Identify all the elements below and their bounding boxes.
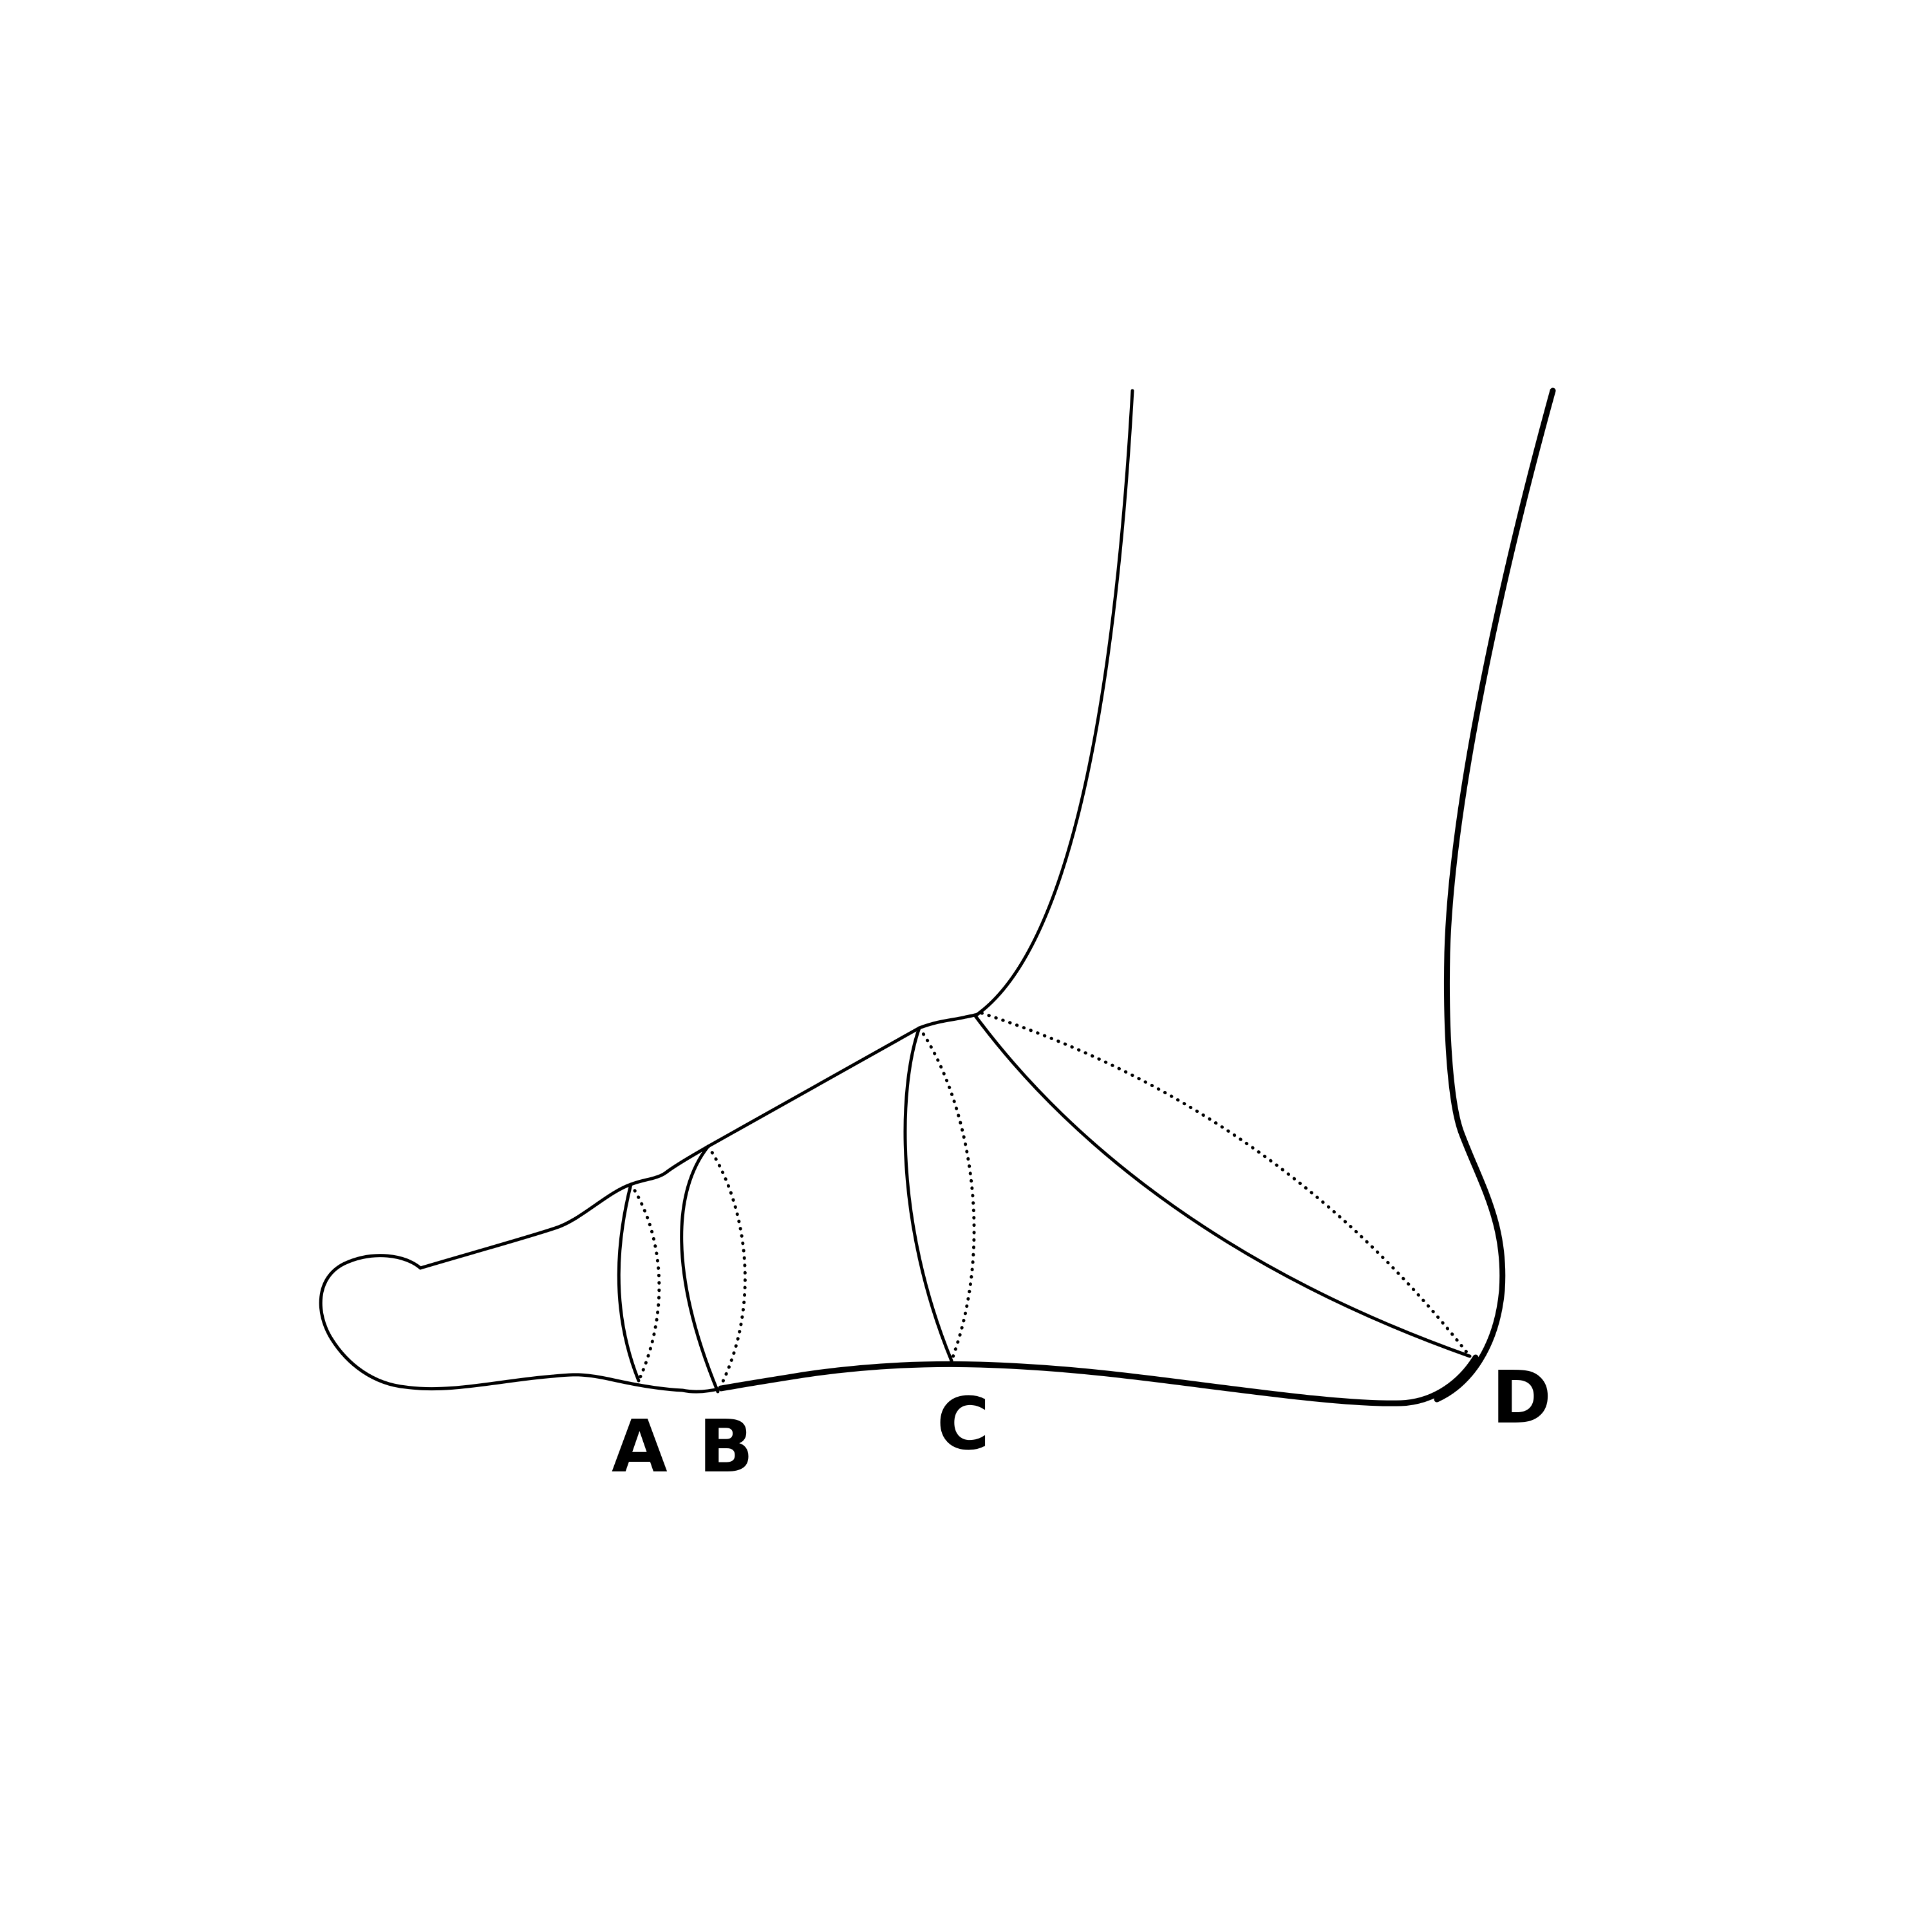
measure-a-dotted	[629, 1182, 661, 1383]
label-c: C	[937, 1383, 989, 1466]
measure-b-dotted	[706, 1144, 747, 1394]
calf-back-outline	[1434, 387, 1556, 1403]
sole-forefoot-outline	[330, 1337, 723, 1394]
shin-front-outline	[975, 389, 1134, 1016]
label-b: B	[699, 1405, 753, 1489]
label-d: D	[1492, 1356, 1552, 1440]
heel-outline	[718, 1354, 1479, 1406]
instep-top-outline	[706, 1012, 979, 1148]
big-toe-outline	[319, 1254, 422, 1341]
forefoot-top-outline	[418, 1144, 710, 1270]
measure-c-dotted	[917, 1026, 976, 1363]
heel-diagonal-dotted	[980, 1011, 1472, 1358]
heel-diagonal-solid	[973, 1013, 1472, 1358]
label-a: A	[612, 1405, 668, 1489]
measure-b-solid	[680, 1144, 720, 1394]
measure-c-solid	[903, 1026, 953, 1363]
measure-a-solid	[617, 1182, 641, 1383]
